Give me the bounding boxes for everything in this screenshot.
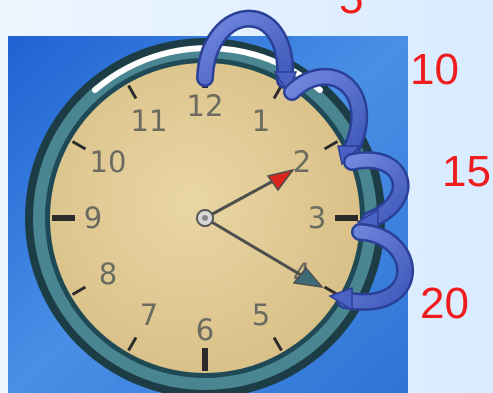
- dial-number-12: 12: [187, 89, 224, 123]
- dial-number-2: 2: [293, 145, 311, 179]
- count-label-20: 20: [420, 279, 469, 328]
- dial-number-8: 8: [99, 257, 117, 291]
- dial-number-10: 10: [90, 145, 127, 179]
- center-pin: [202, 215, 208, 221]
- dial-number-6: 6: [196, 313, 214, 347]
- dial-number-5: 5: [252, 298, 270, 332]
- dial-number-3: 3: [308, 201, 326, 235]
- count-label-15: 15: [442, 147, 491, 196]
- dial-number-9: 9: [84, 201, 102, 235]
- dial-number-11: 11: [131, 104, 168, 138]
- dial-number-7: 7: [140, 298, 158, 332]
- dial-number-1: 1: [252, 104, 270, 138]
- count-label-5: 5: [339, 0, 363, 23]
- count-label-10: 10: [410, 45, 459, 94]
